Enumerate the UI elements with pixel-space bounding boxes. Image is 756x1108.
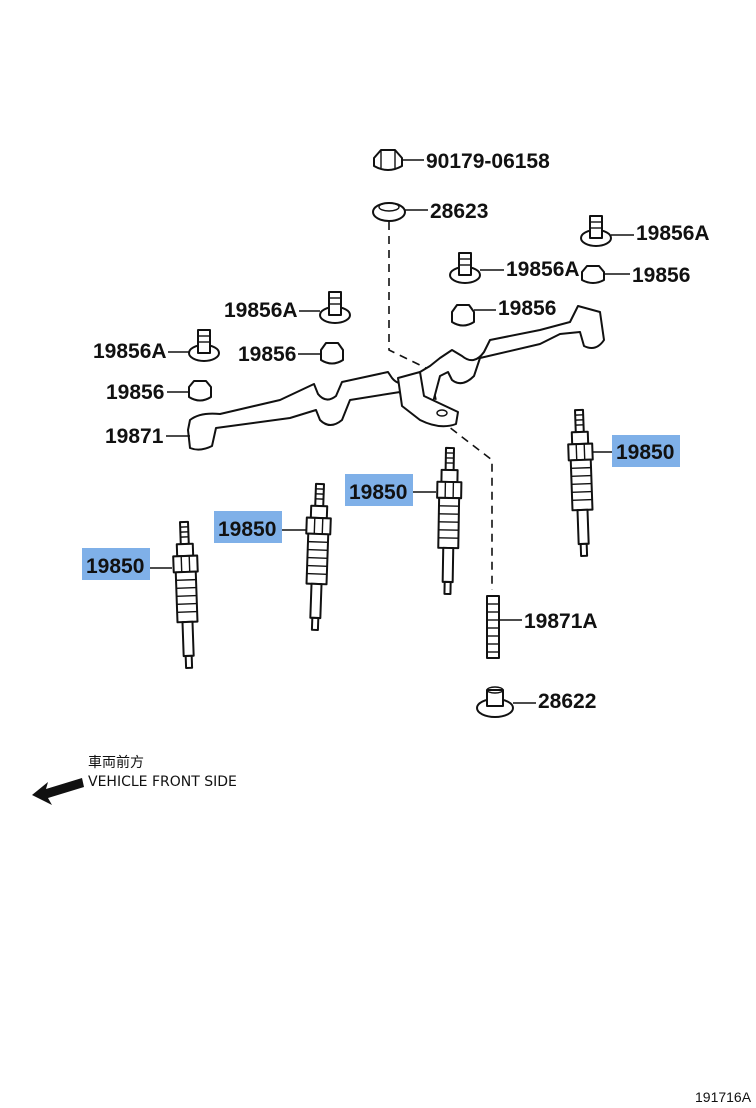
part-label-19856-a: 19856 — [632, 264, 690, 287]
glow-plug-19850-1 — [171, 520, 203, 670]
hex-nut-19856-left-center — [298, 342, 344, 365]
part-label-19856A-c: 19856A — [224, 299, 298, 322]
highlight-19850-3 — [345, 474, 413, 506]
vehicle-front-arrow-icon — [32, 778, 84, 805]
part-label-19850-2: 19850 — [218, 518, 276, 541]
highlight-19850-2 — [214, 511, 282, 543]
part-label-19850-4: 19850 — [616, 441, 674, 464]
flange-nut-90179-06158 — [373, 149, 424, 171]
part-label-28623: 28623 — [430, 200, 488, 223]
part-label-19850-1: 19850 — [86, 555, 144, 578]
direction-label-english: VEHICLE FRONT SIDE — [88, 774, 237, 790]
stud-nut-19856A-top-right — [580, 215, 634, 247]
part-label-19871: 19871 — [105, 425, 164, 448]
stud-nut-19856A-left — [168, 329, 220, 362]
stud-nut-19856A-center — [449, 252, 504, 284]
stud-nut-19856A-left-center — [299, 291, 351, 324]
direction-label-japanese: 車両前方 — [88, 754, 144, 771]
stud-bolt-19871A — [486, 595, 522, 659]
insulator-28623 — [372, 202, 428, 222]
glow-plug-19850-3 — [434, 446, 463, 596]
part-label-90179-06158: 90179-06158 — [426, 150, 550, 173]
hex-nut-19856-right — [581, 265, 630, 284]
glow-plug-19850-2 — [301, 482, 333, 632]
part-label-28622: 28622 — [538, 690, 596, 713]
part-label-19850-3: 19850 — [349, 481, 407, 504]
part-label-19856-b: 19856 — [498, 297, 556, 320]
part-label-19856-d: 19856 — [106, 381, 164, 404]
part-label-19871A: 19871A — [524, 610, 598, 633]
hex-nut-19856-left — [167, 380, 212, 402]
highlight-19850-1 — [82, 548, 150, 580]
part-label-19856A-b: 19856A — [506, 258, 580, 281]
nut-28622 — [476, 686, 536, 718]
part-label-19856A-d: 19856A — [93, 340, 167, 363]
hex-nut-19856-center — [451, 304, 496, 327]
glow-plug-19850-4 — [566, 408, 598, 558]
part-label-19856A-a: 19856A — [636, 222, 710, 245]
part-label-19856-c: 19856 — [238, 343, 296, 366]
figure-code: 191716A — [695, 1089, 752, 1105]
glow-plug-bus-bar-19871 — [166, 305, 605, 451]
highlight-19850-4 — [612, 435, 680, 467]
